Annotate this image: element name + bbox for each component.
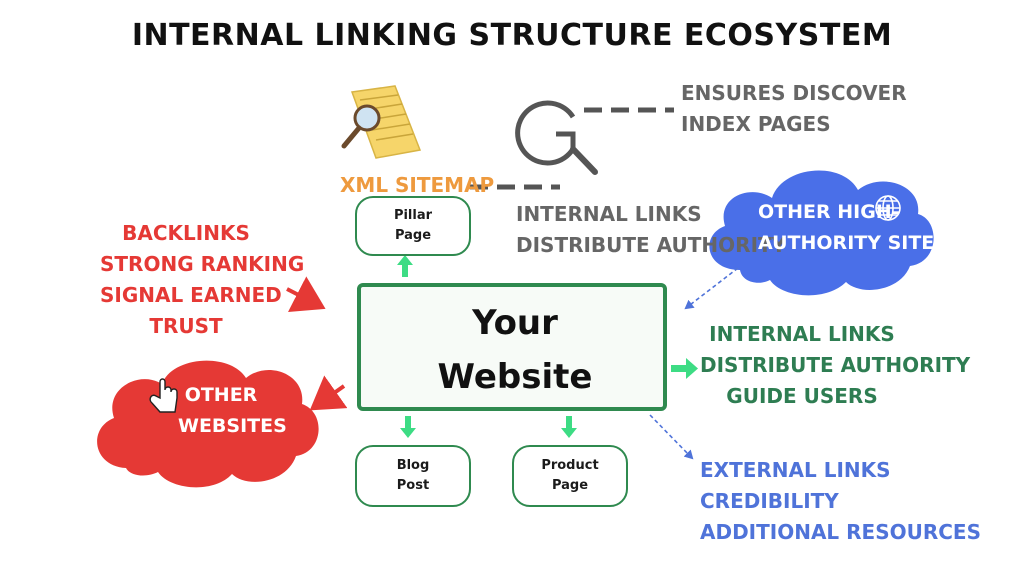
google-note-line1: ENSURES DISCOVER — [681, 81, 907, 105]
pillar-page-line2: Page — [394, 228, 432, 243]
your-website-line2: Website — [437, 357, 593, 397]
backlinks-arrow — [286, 276, 326, 312]
internal-links-top: INTERNAL LINKS DISTRIBUTE AUTHORITY — [516, 199, 786, 261]
blog-post-line2: Post — [396, 478, 430, 493]
other-high-authority-text: OTHER HIGH- AUTHORITY SITE — [758, 197, 935, 259]
internal-links-right-line1: INTERNAL LINKS — [709, 322, 895, 346]
other-websites-line1: OTHER — [184, 384, 258, 406]
external-links-line1: EXTERNAL LINKS — [700, 458, 891, 482]
internal-links-right-line3: GUIDE USERS — [726, 384, 878, 408]
pillar-page-line1: Pillar — [393, 208, 433, 223]
backlinks-line2: STRONG RANKING — [100, 252, 305, 276]
other-high-authority-line2: AUTHORITY SITE — [758, 232, 935, 254]
backlinks-line1: BACKLINKS — [122, 221, 250, 245]
external-outbound-arrow — [649, 414, 694, 460]
authority-inbound-arrow — [684, 267, 739, 310]
globe-icon — [875, 195, 901, 221]
product-page-line2: Page — [551, 478, 589, 493]
your-website-line1: Your — [472, 303, 558, 343]
external-links-line2: CREDIBILITY — [700, 489, 839, 513]
external-links-text: EXTERNAL LINKS CREDIBILITY ADDITIONAL RE… — [700, 455, 981, 548]
internal-links-top-line1: INTERNAL LINKS — [516, 202, 702, 226]
blog-post-node[interactable]: Blog Post — [355, 445, 471, 507]
backlinks-line4: TRUST — [149, 314, 223, 338]
product-page-node[interactable]: Product Page — [512, 445, 628, 507]
internal-links-right: INTERNAL LINKS DISTRIBUTE AUTHORITY GUID… — [700, 319, 971, 412]
internal-links-top-line2: DISTRIBUTE AUTHORITY — [516, 233, 787, 257]
other-websites-line2: WEBSITES — [178, 415, 287, 437]
backlinks-line3: SIGNAL EARNED — [100, 283, 282, 307]
backlinks-text: BACKLINKS STRONG RANKING SIGNAL EARNED T… — [100, 218, 305, 342]
pillar-page-node[interactable]: Pillar Page — [355, 196, 471, 256]
google-note-line2: INDEX PAGES — [681, 112, 831, 136]
external-links-line3: ADDITIONAL RESOURCES — [700, 520, 981, 544]
document-magnifier-icon — [341, 85, 422, 159]
other-high-authority-line1: OTHER HIGH- — [758, 201, 900, 223]
green-arrows — [397, 255, 698, 438]
your-website-label: Your Website — [430, 296, 600, 404]
diagram-title: INTERNAL LINKING STRUCTURE ECOSYSTEM — [131, 18, 893, 53]
outbound-arrow — [309, 375, 348, 411]
blog-post-line1: Blog — [396, 458, 430, 473]
google-search-icon — [515, 100, 598, 175]
cloud-other-websites — [97, 360, 319, 488]
xml-sitemap-label: XML SITEMAP — [340, 173, 495, 197]
other-websites-text: OTHER WEBSITES — [178, 380, 287, 442]
hand-pointer-icon — [149, 378, 178, 413]
google-note: ENSURES DISCOVER INDEX PAGES — [681, 78, 907, 140]
internal-links-right-line2: DISTRIBUTE AUTHORITY — [700, 353, 971, 377]
product-page-line1: Product — [541, 458, 599, 473]
your-website-node[interactable] — [357, 283, 667, 411]
